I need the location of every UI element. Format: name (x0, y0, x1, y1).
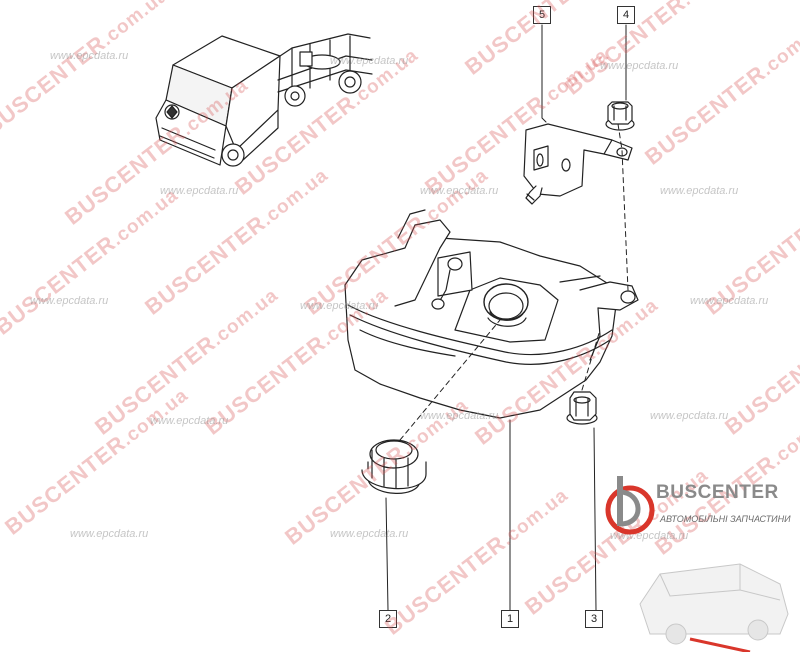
buscenter-emblem-icon (605, 476, 655, 535)
brand-subtitle: АВТОМОБІЛЬНІ ЗАПЧАСТИНИ (660, 514, 791, 524)
van-illustration (639, 563, 789, 652)
callout-4: 4 (617, 6, 635, 24)
filler-cap-drawing (361, 439, 427, 494)
brand-name: BUSCENTER (656, 482, 779, 503)
assembly-dashed-lines (399, 123, 629, 441)
callout-5: 5 (533, 6, 551, 24)
callout-3: 3 (585, 610, 603, 628)
callout-1: 1 (501, 610, 519, 628)
flange-nut-top-drawing (605, 101, 635, 131)
expansion-tank-drawing (344, 209, 639, 419)
callout-2: 2 (379, 610, 397, 628)
tank-bracket-drawing (523, 123, 633, 205)
callout-leader-lines (385, 24, 627, 611)
truck-chassis-illustration (155, 33, 373, 167)
flange-nut-bottom-drawing (566, 391, 598, 425)
buscenter-logo: BUSCENTER АВТОМОБІЛЬНІ ЗАПЧАСТИНИ (600, 462, 796, 652)
